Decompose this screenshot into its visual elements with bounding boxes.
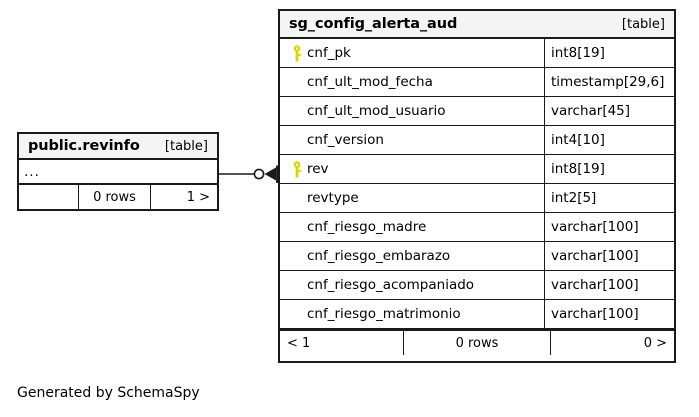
column-name: cnf_riesgo_embarazo [307,248,451,264]
table-header: sg_config_alerta_aud [table] [280,11,674,39]
column-name-cell: cnf_riesgo_matrimonio [280,300,545,328]
table-row[interactable]: cnf_riesgo_embarazo varchar[100] [280,242,674,271]
column-name-cell: cnf_riesgo_acompaniado [280,271,545,299]
column-name: cnf_ult_mod_usuario [307,103,446,119]
row-count-label: 0 rows [404,331,551,355]
zero-to-many-crowsfoot-icon [218,165,279,183]
column-type: varchar[100] [551,306,639,322]
prev-page-link[interactable] [19,185,79,209]
column-name-cell: cnf_ult_mod_fecha [280,68,545,96]
column-name-cell: cnf_pk [280,39,545,67]
column-type: int8[19] [551,45,605,61]
key-icon-placeholder [287,213,307,241]
column-type: int4[10] [551,132,605,148]
table-sg-config-alerta-aud[interactable]: sg_config_alerta_aud [table] cnf_pk int8… [278,9,676,363]
next-page-link[interactable]: 0 > [643,335,667,351]
column-name-cell: revtype [280,184,545,212]
table-row[interactable]: cnf_pk int8[19] [280,39,674,68]
column-type: varchar[100] [551,248,639,264]
column-type: varchar[100] [551,219,639,235]
row-count-label: 0 rows [79,185,151,209]
table-row[interactable]: cnf_riesgo_acompaniado varchar[100] [280,271,674,300]
table-header: public.revinfo [table] [19,134,217,160]
column-name: cnf_ult_mod_fecha [307,74,433,90]
table-footer: < 1 0 rows 0 > [280,329,674,355]
column-type: varchar[100] [551,277,639,293]
table-row[interactable]: rev int8[19] [280,155,674,184]
table-kind-label: [table] [164,138,208,154]
key-icon-placeholder [287,271,307,299]
relationship-connector [218,163,280,187]
next-page-link[interactable]: 1 > [186,189,210,205]
primary-key-icon [287,39,307,67]
prev-page-link[interactable]: < 1 [280,331,404,355]
table-row[interactable]: cnf_ult_mod_usuario varchar[45] [280,97,674,126]
column-name: cnf_riesgo_matrimonio [307,306,461,322]
table-row[interactable]: cnf_riesgo_madre varchar[100] [280,213,674,242]
column-type: varchar[45] [551,103,631,119]
column-name: revtype [307,190,359,206]
column-name: cnf_riesgo_madre [307,219,427,235]
column-name: cnf_version [307,132,384,148]
table-row[interactable]: cnf_riesgo_matrimonio varchar[100] [280,300,674,329]
collapsed-columns-indicator[interactable]: ... [19,160,217,185]
key-icon-placeholder [287,300,307,328]
key-icon-placeholder [287,126,307,154]
table-row[interactable]: revtype int2[5] [280,184,674,213]
key-icon-placeholder [287,97,307,125]
column-name: cnf_riesgo_acompaniado [307,277,475,293]
column-name-cell: cnf_ult_mod_usuario [280,97,545,125]
column-name-cell: rev [280,155,545,183]
column-name-cell: cnf_riesgo_embarazo [280,242,545,270]
key-icon-placeholder [287,184,307,212]
column-name: rev [307,161,329,177]
column-type: timestamp[29,6] [551,74,665,90]
generated-by-caption: Generated by SchemaSpy [17,385,200,401]
table-footer: 0 rows 1 > [19,185,217,209]
table-public-revinfo[interactable]: public.revinfo [table] ... 0 rows 1 > [17,132,219,211]
table-title: public.revinfo [28,138,140,154]
key-icon-placeholder [287,242,307,270]
column-name-cell: cnf_riesgo_madre [280,213,545,241]
column-type: int8[19] [551,161,605,177]
column-name: cnf_pk [307,45,351,61]
table-row[interactable]: cnf_version int4[10] [280,126,674,155]
column-type: int2[5] [551,190,597,206]
primary-key-icon [287,155,307,183]
table-row[interactable]: cnf_ult_mod_fecha timestamp[29,6] [280,68,674,97]
column-name-cell: cnf_version [280,126,545,154]
table-title: sg_config_alerta_aud [289,16,458,32]
key-icon-placeholder [287,68,307,96]
table-kind-label: [table] [621,16,665,32]
